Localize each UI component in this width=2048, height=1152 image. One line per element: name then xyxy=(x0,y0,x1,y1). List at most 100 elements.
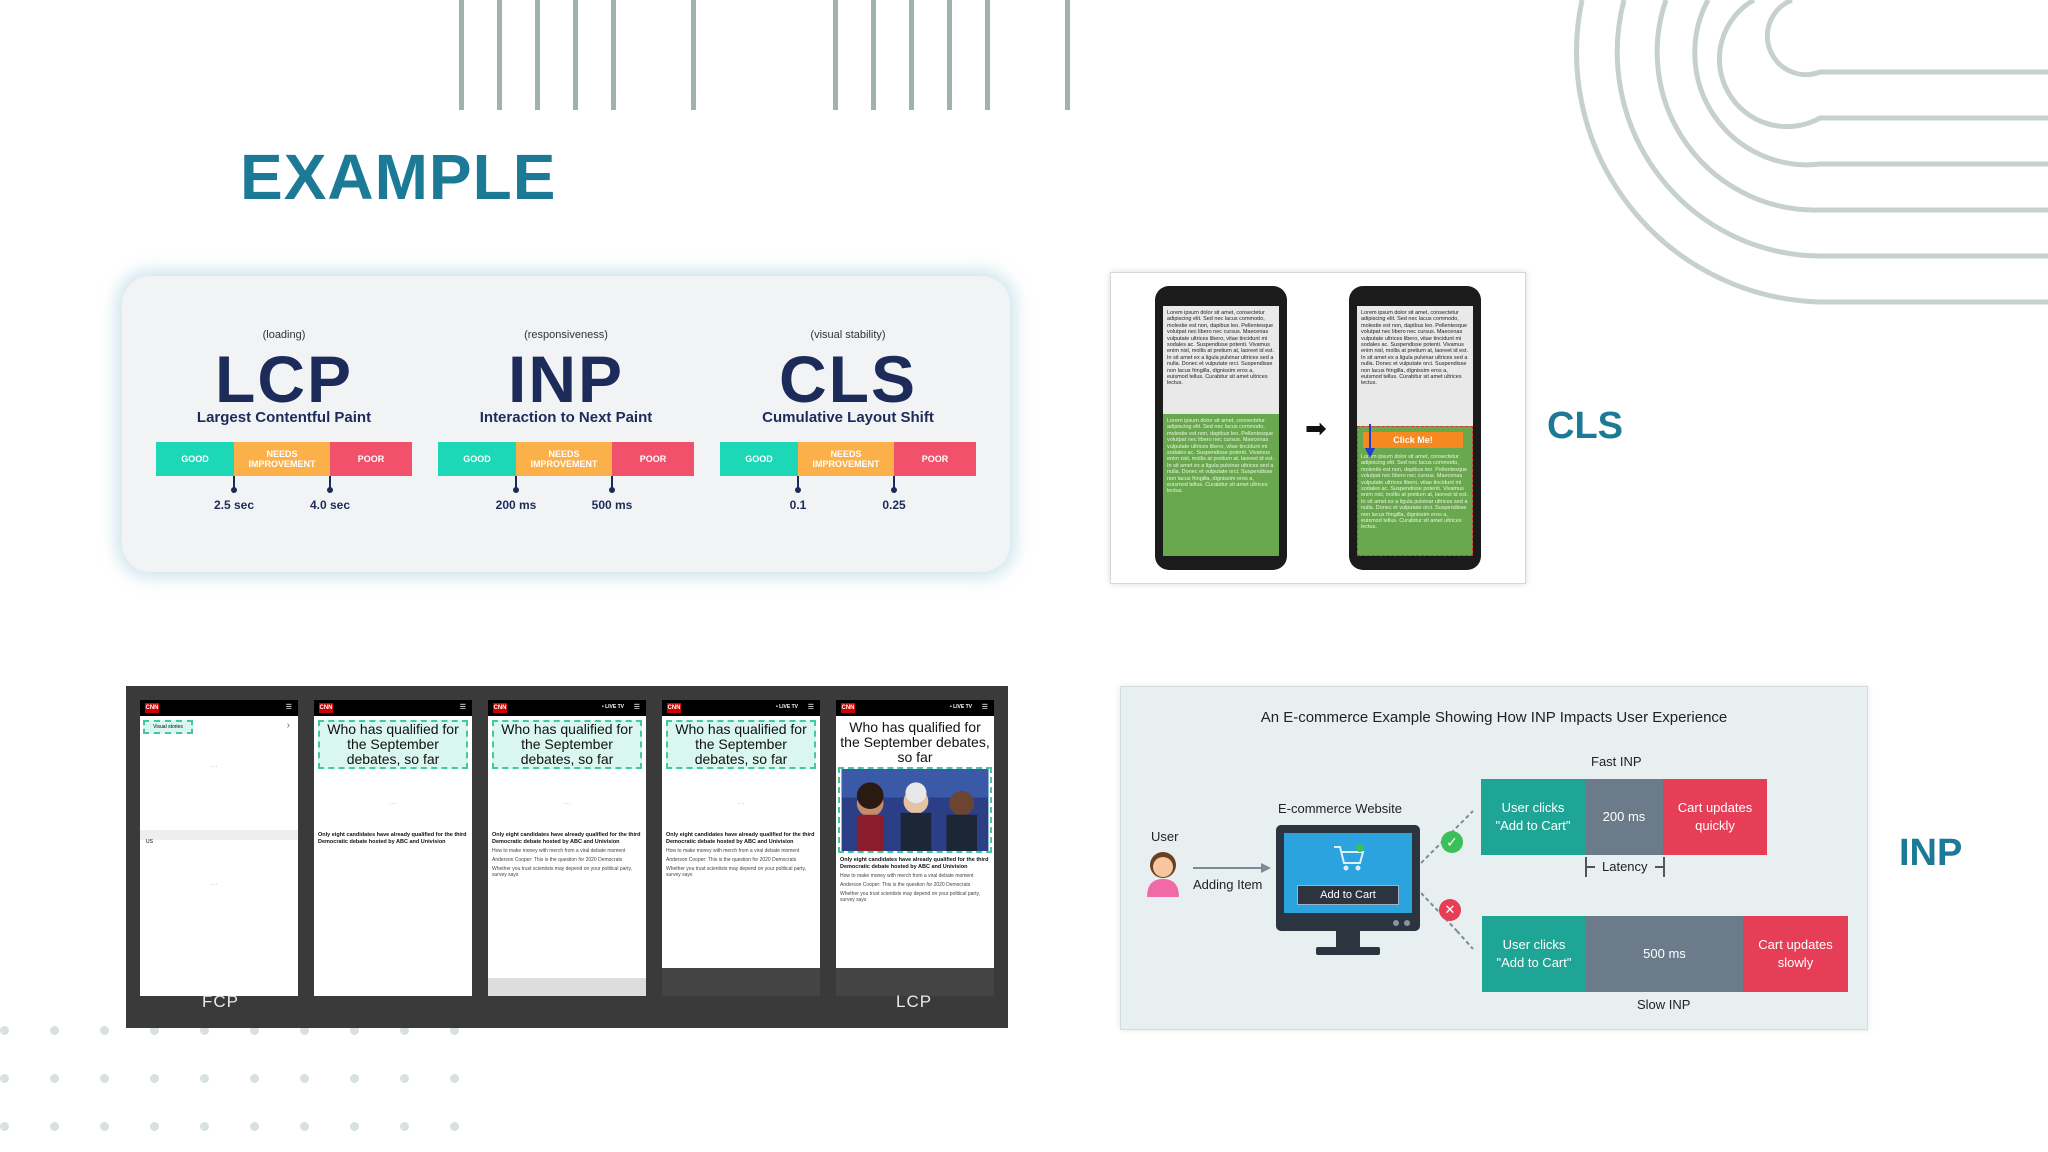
lorem-text: Lorem ipsum dolor sit amet, consectetur … xyxy=(1167,418,1274,495)
segment-needs-improvement: NEEDS IMPROVEMENT xyxy=(798,442,894,476)
phone-screen: Lorem ipsum dolor sit amet, consectetur … xyxy=(1163,306,1279,556)
slow-user-clicks-block: User clicks "Add to Cart" xyxy=(1482,916,1586,992)
threshold-bar: GOOD NEEDS IMPROVEMENT POOR xyxy=(720,442,976,476)
threshold-tick xyxy=(797,476,799,490)
article-link[interactable]: Anderson Cooper: This is the question fo… xyxy=(840,882,971,888)
phone-screen: Lorem ipsum dolor sit amet, consectetur … xyxy=(1357,306,1473,556)
diagram-title: An E-commerce Example Showing How INP Im… xyxy=(1260,709,1728,726)
user-icon xyxy=(1147,852,1179,897)
fast-inp-label: Fast INP xyxy=(1591,754,1642,769)
decorative-bar xyxy=(573,0,578,110)
subheadline: Only eight candidates have already quali… xyxy=(318,832,467,845)
fcp-label: FCP xyxy=(202,992,239,1011)
decorative-bar xyxy=(833,0,838,110)
adding-item-label: Adding Item xyxy=(1193,877,1263,892)
article-link[interactable]: Anderson Cooper: This is the question fo… xyxy=(666,857,797,863)
metric-abbreviation: CLS xyxy=(779,342,917,416)
menu-icon: ☰ xyxy=(981,704,988,711)
metric-full-name: Interaction to Next Paint xyxy=(479,409,653,426)
loading-filmstrip: CNN ☰ Visual stories › ··· US ··· CNN ☰ … xyxy=(126,686,1008,1028)
placeholder-dots: ··· xyxy=(737,799,745,808)
headline: Who has qualified for the September deba… xyxy=(840,719,990,765)
filmstrip-frame: CNN • LIVE TV ☰ Who has qualified for th… xyxy=(836,700,994,996)
threshold-dot xyxy=(609,487,615,493)
decorative-bar xyxy=(497,0,502,110)
subheadline: Only eight candidates have already quali… xyxy=(666,832,815,845)
filmstrip-frame: CNN ☰ Who has qualified for the Septembe… xyxy=(314,700,472,996)
article-link[interactable]: Whether you trust scientists may depend … xyxy=(492,866,632,878)
menu-icon: ☰ xyxy=(285,704,292,711)
debate-photo xyxy=(838,767,992,853)
check-icon: ✓ xyxy=(1441,831,1463,853)
visual-stories-tag: Visual stories xyxy=(143,720,193,734)
slow-latency-block: 500 ms xyxy=(1586,916,1743,992)
fast-result-block: Cart updates quickly xyxy=(1663,779,1767,855)
headline: Who has qualified for the September deba… xyxy=(318,720,468,769)
threshold-tick xyxy=(329,476,331,490)
content-block: Lorem ipsum dolor sit amet, consectetur … xyxy=(1163,414,1279,556)
decorative-bar xyxy=(1065,0,1070,110)
article-link[interactable]: Anderson Cooper: This is the question fo… xyxy=(492,857,623,863)
shift-arrow-icon xyxy=(1365,424,1375,458)
decorative-arcs xyxy=(1574,0,2048,305)
metric-category: (responsiveness) xyxy=(524,329,608,341)
threshold-dot xyxy=(795,487,801,493)
latency-bracket xyxy=(1585,857,1665,877)
threshold-poor: 4.0 sec xyxy=(309,498,351,512)
fast-latency-block: 200 ms xyxy=(1585,779,1663,855)
decorative-bar xyxy=(947,0,952,110)
add-to-cart-button[interactable]: Add to Cart xyxy=(1297,885,1399,905)
metric-full-name: Cumulative Layout Shift xyxy=(762,409,934,426)
threshold-tick xyxy=(515,476,517,490)
inp-label: INP xyxy=(1899,832,1963,874)
image-placeholder xyxy=(488,978,646,996)
segment-poor: POOR xyxy=(330,442,412,476)
menu-icon: ☰ xyxy=(459,704,466,711)
cls-label: CLS xyxy=(1547,405,1623,447)
metric-full-name: Largest Contentful Paint xyxy=(196,409,372,426)
segment-needs-improvement: NEEDS IMPROVEMENT xyxy=(516,442,612,476)
lcp-label: LCP xyxy=(896,992,933,1011)
segment-good: GOOD xyxy=(720,442,798,476)
decorative-bar xyxy=(985,0,990,110)
section-label: US xyxy=(146,839,153,845)
article-link[interactable]: Whether you trust scientists may depend … xyxy=(840,891,980,903)
threshold-dot xyxy=(891,487,897,493)
decorative-bar xyxy=(909,0,914,110)
decorative-bar xyxy=(535,0,540,110)
connector-lines xyxy=(1421,810,1474,950)
section-bar: US xyxy=(140,830,298,845)
article-link[interactable]: How to make money with merch from a vira… xyxy=(840,873,974,879)
frame-header: CNN ☰ xyxy=(140,700,298,716)
subheadline: Only eight candidates have already quali… xyxy=(492,832,641,845)
placeholder-dots: ··· xyxy=(210,880,218,889)
website-label: E-commerce Website xyxy=(1278,801,1403,816)
article-link[interactable]: How to make money with merch from a vira… xyxy=(666,848,800,854)
threshold-dot xyxy=(513,487,519,493)
lorem-text: Lorem ipsum dolor sit amet, consectetur … xyxy=(1167,310,1274,387)
headline: Who has qualified for the September deba… xyxy=(666,720,816,769)
threshold-poor: 0.25 xyxy=(882,498,906,512)
cls-illustration: Lorem ipsum dolor sit amet, consectetur … xyxy=(1110,272,1526,584)
decorative-bar xyxy=(459,0,464,110)
metric-category: (loading) xyxy=(262,329,306,341)
click-me-button[interactable]: Click Me! xyxy=(1363,432,1463,448)
segment-needs-improvement: NEEDS IMPROVEMENT xyxy=(234,442,330,476)
phone-before: Lorem ipsum dolor sit amet, consectetur … xyxy=(1155,286,1287,570)
headline: Who has qualified for the September deba… xyxy=(492,720,642,769)
user-label: User xyxy=(1151,829,1179,844)
chevron-right-icon: › xyxy=(286,720,290,731)
metric-abbreviation: LCP xyxy=(215,342,353,416)
article-link[interactable]: How to make money with merch from a vira… xyxy=(492,848,626,854)
shopping-cart-icon xyxy=(1334,844,1365,871)
lorem-text: Lorem ipsum dolor sit amet, consectetur … xyxy=(1361,454,1468,531)
phone-after: Lorem ipsum dolor sit amet, consectetur … xyxy=(1349,286,1481,570)
threshold-tick xyxy=(611,476,613,490)
threshold-dot xyxy=(231,487,237,493)
threshold-poor: 500 ms xyxy=(591,498,633,512)
frame-header: CNN • LIVE TV ☰ xyxy=(836,700,994,716)
article-link[interactable]: Whether you trust scientists may depend … xyxy=(666,866,806,878)
threshold-bar: GOOD NEEDS IMPROVEMENT POOR xyxy=(438,442,694,476)
cross-icon: ✕ xyxy=(1439,899,1461,921)
subheadline: Only eight candidates have already quali… xyxy=(840,857,989,870)
